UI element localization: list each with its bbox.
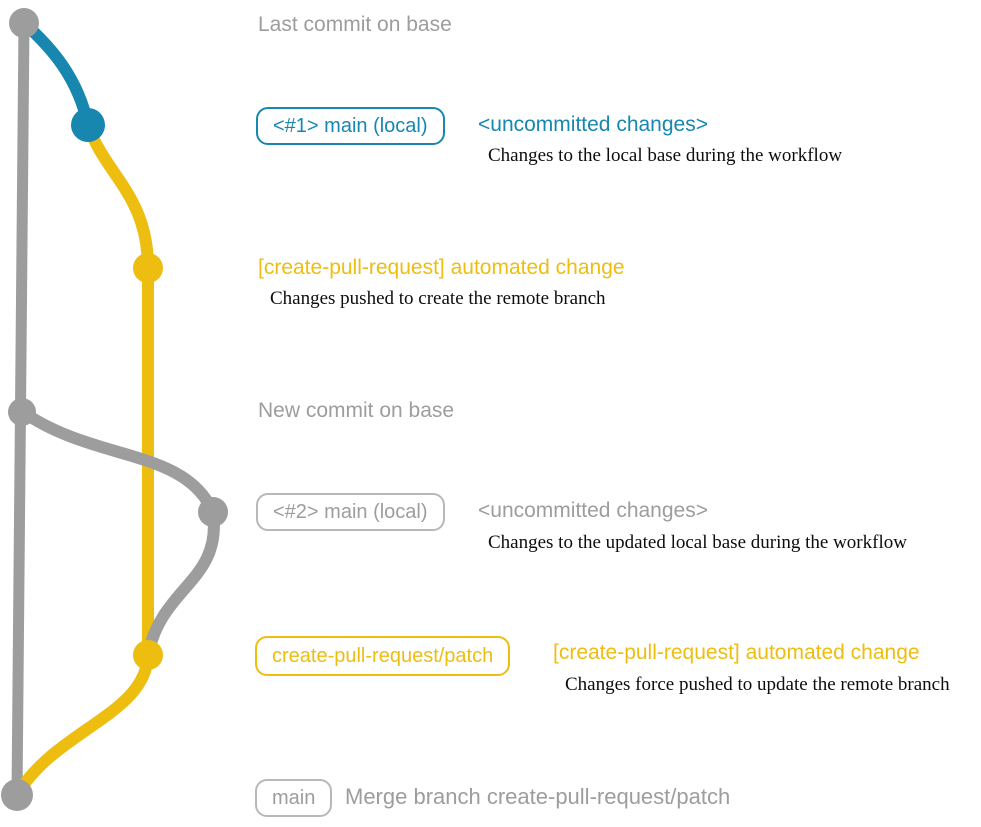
commit-automated-change-1-dot [133, 253, 163, 283]
branch-badge-create-pull-request-patch-label: create-pull-request/patch [272, 644, 494, 667]
commit-title-automated-change-1: [create-pull-request] automated change [258, 256, 625, 279]
commit-caption-local-base-changes-1: Changes to the local base during the wor… [488, 145, 843, 166]
commit-merge-dot [1, 779, 33, 811]
commit-title-uncommitted-changes-2: <uncommitted changes> [478, 499, 708, 522]
commit-caption-pushed-create-branch: Changes pushed to create the remote bran… [270, 288, 606, 309]
branch-badge-main-local-1: <#1> main (local) [256, 107, 445, 145]
commit-main-local-2-dot [198, 497, 228, 527]
branch-badge-main-local-2: <#2> main (local) [256, 493, 445, 531]
branch-local-main-2-in [143, 511, 220, 652]
commit-new-base-dot [8, 398, 36, 426]
branch-badge-main-label: main [272, 786, 316, 809]
commit-last-base-dot [9, 8, 39, 38]
commit-main-local-1-dot [71, 108, 105, 142]
commit-caption-force-pushed-update-branch: Changes force pushed to update the remot… [565, 674, 950, 695]
branch-patch-merge-curve [11, 654, 154, 799]
branch-local-main-1 [20, 18, 94, 127]
branch-badge-main-local-1-label: <#1> main (local) [273, 114, 428, 137]
commit-title-automated-change-2: [create-pull-request] automated change [553, 641, 920, 664]
commit-title-uncommitted-changes-1: <uncommitted changes> [478, 113, 708, 136]
branch-local-main-2-out [19, 407, 219, 515]
branch-badge-main-local-2-label: <#2> main (local) [273, 500, 428, 523]
branch-badge-create-pull-request-patch: create-pull-request/patch [255, 636, 511, 676]
commit-title-merge-branch: Merge branch create-pull-request/patch [345, 784, 731, 809]
branch-patch-upper-curve [82, 122, 154, 269]
commit-caption-local-base-changes-2: Changes to the updated local base during… [488, 532, 907, 553]
branch-badge-main: main [255, 779, 333, 817]
label-last-commit-on-base: Last commit on base [258, 13, 452, 36]
commit-automated-change-2-dot [133, 640, 163, 670]
label-new-commit-on-base: New commit on base [258, 399, 455, 422]
